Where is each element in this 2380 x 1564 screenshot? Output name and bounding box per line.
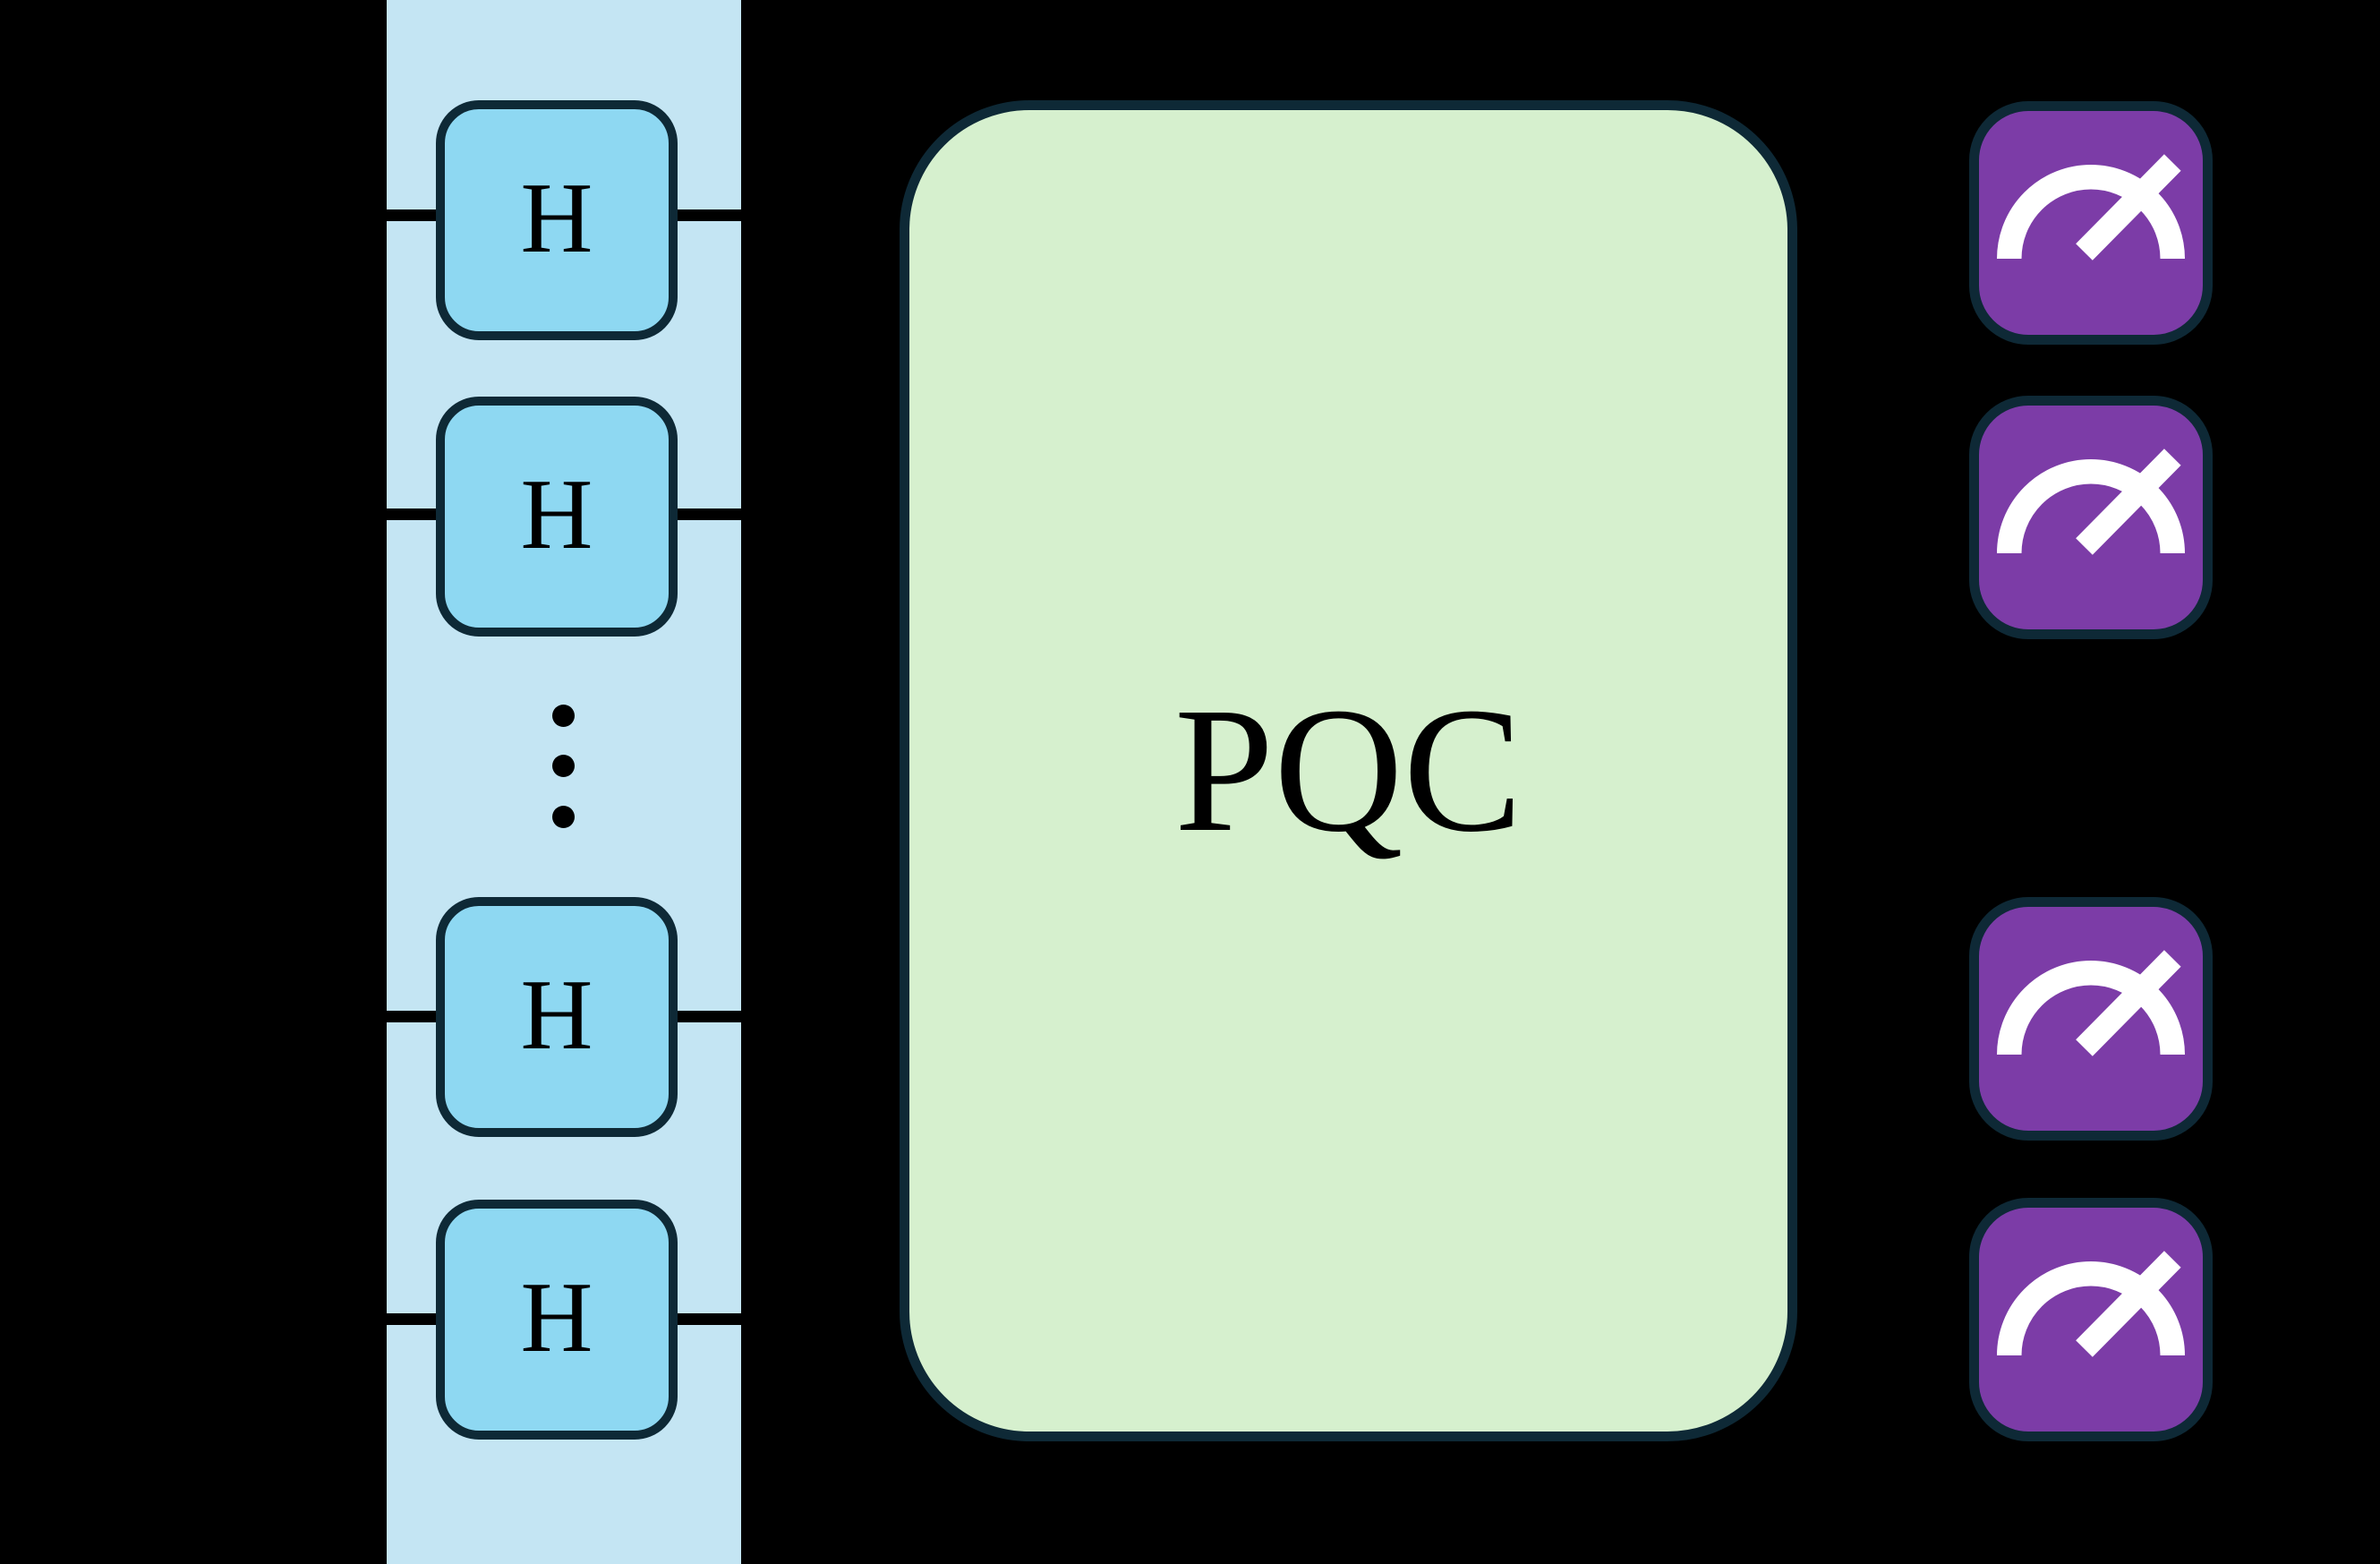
pqc-box: PQC bbox=[900, 100, 1797, 1441]
gauge-measurement-icon bbox=[1997, 154, 2185, 261]
hadamard-gate-3-label: H bbox=[520, 960, 593, 1071]
measurement-icon-3 bbox=[1969, 897, 2213, 1141]
gauge-measurement-icon bbox=[1997, 449, 2185, 555]
hadamard-gate-2-label: H bbox=[520, 459, 593, 570]
measurement-icon-2 bbox=[1969, 396, 2213, 639]
hadamard-gate-4-label: H bbox=[520, 1262, 593, 1373]
gauge-needle bbox=[2076, 154, 2181, 261]
hadamard-gate-1-label: H bbox=[520, 163, 593, 274]
ellipsis-dot-1 bbox=[552, 705, 575, 727]
gauge-arc bbox=[1997, 459, 2185, 554]
hadamard-gate-1: H bbox=[436, 100, 678, 340]
hadamard-gate-2: H bbox=[436, 397, 678, 637]
measurement-icon-4 bbox=[1969, 1198, 2213, 1441]
gauge-measurement-icon bbox=[1997, 1251, 2185, 1357]
pqc-label: PQC bbox=[1173, 671, 1523, 869]
ellipsis-dot-3 bbox=[552, 806, 575, 828]
hadamard-gate-4: H bbox=[436, 1200, 678, 1440]
gauge-arc bbox=[1997, 961, 2185, 1055]
gauge-arc bbox=[1997, 165, 2185, 260]
gauge-needle bbox=[2076, 950, 2181, 1056]
gauge-needle bbox=[2076, 1251, 2181, 1357]
measurement-icon-1 bbox=[1969, 101, 2213, 345]
gauge-arc bbox=[1997, 1261, 2185, 1356]
gauge-needle bbox=[2076, 449, 2181, 555]
hadamard-gate-3: H bbox=[436, 897, 678, 1137]
gauge-measurement-icon bbox=[1997, 950, 2185, 1056]
ellipsis-dot-2 bbox=[552, 755, 575, 777]
